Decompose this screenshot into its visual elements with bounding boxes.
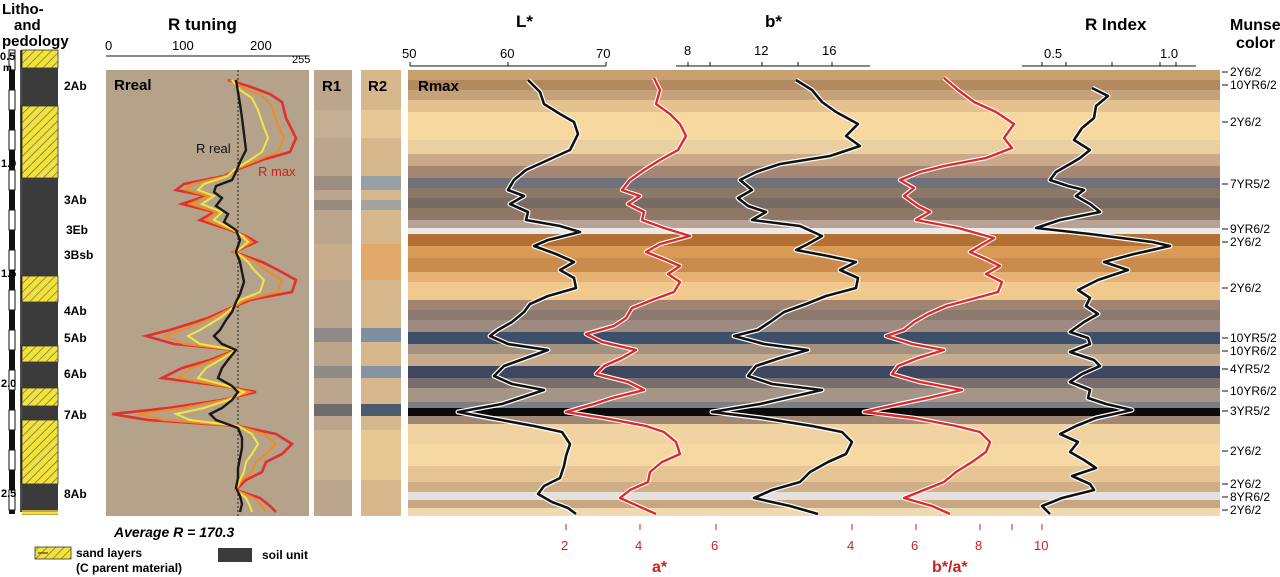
sand-legend-swatch xyxy=(34,546,72,560)
munsell-label: 10YR6/2 xyxy=(1230,384,1277,398)
horizon-label: 3Bsb xyxy=(64,248,93,262)
munsell-label: 3YR5/2 xyxy=(1230,404,1270,418)
munsell-label: 2Y6/2 xyxy=(1230,477,1262,491)
depth-tick-1.5: 1.5 xyxy=(1,268,16,280)
munsell-label: 8YR6/2 xyxy=(1230,490,1270,504)
r-tuning-panel: 0 100 200 255 Rreal R real R max Average… xyxy=(105,38,310,540)
b-axis-tick: 8 xyxy=(684,43,691,58)
munsell-label: 2Y6/2 xyxy=(1230,65,1262,79)
munsell-label: 10YR5/2 xyxy=(1230,331,1277,345)
a-star-curve xyxy=(564,77,692,516)
r-index-axis: 0.5 1.0 xyxy=(1022,46,1196,67)
munsell-label: 2Y6/2 xyxy=(1230,503,1262,517)
legend: sand layers (C parent material) soil uni… xyxy=(34,546,308,575)
a-axis-tick: 6 xyxy=(711,538,718,553)
a-axis-tick: 4 xyxy=(635,538,642,553)
r-axis-tick: 200 xyxy=(250,38,272,53)
munsell-label: 2Y6/2 xyxy=(1230,115,1262,129)
r-axis-tick: 255 xyxy=(292,54,310,66)
r-tuning-title: R tuning xyxy=(168,15,237,34)
b-star-title: b* xyxy=(765,12,782,31)
litho-header-line-3: pedology xyxy=(2,33,69,50)
munsell-label: 10YR6/2 xyxy=(1230,78,1277,92)
r-index-axis-tick: 1.0 xyxy=(1160,46,1178,61)
horizon-label: 8Ab xyxy=(64,487,87,501)
munsell-label: 2Y6/2 xyxy=(1230,235,1262,249)
l-axis-tick: 50 xyxy=(402,46,416,61)
l-star-title: L* xyxy=(516,12,533,31)
depth-tick-0.5: 0.5 xyxy=(0,51,15,63)
b-over-a-axis-tick: 8 xyxy=(975,538,982,553)
depth-tick-2.0: 2.0 xyxy=(1,378,16,390)
l-star-curve xyxy=(456,79,582,516)
munsell-label: 9YR6/2 xyxy=(1230,222,1270,236)
b-over-a-curve xyxy=(862,77,1016,516)
r-axis-tick: 0 xyxy=(105,38,112,53)
r-tuning-background xyxy=(106,70,309,516)
horizon-label: 3Eb xyxy=(66,223,88,237)
depth-tick-1.0: 1.0 xyxy=(1,158,16,170)
b-star-curve xyxy=(710,78,862,516)
b-axis-tick: 12 xyxy=(754,43,768,58)
sand-legend-label-1: sand layers xyxy=(76,546,142,560)
r1-strip: R1 xyxy=(314,70,352,516)
rmax-panel: Rmax 50 60 70 8 12 16 xyxy=(402,43,1220,576)
munsell-colors: 2Y6/2 10YR6/2 2Y6/2 7YR5/2 9YR6/2 2Y6/2 … xyxy=(1222,65,1277,517)
r-index-axis-tick: 0.5 xyxy=(1044,46,1062,61)
depth-scale xyxy=(8,49,16,514)
a-axis-title: a* xyxy=(652,559,668,576)
rreal-label: Rreal xyxy=(114,77,152,94)
litho-header: Litho- and pedology xyxy=(2,1,69,50)
horizon-label: 3Ab xyxy=(64,193,87,207)
r1-label: R1 xyxy=(322,78,341,95)
munsell-title-line-1: Munsell xyxy=(1230,17,1280,34)
rmax-label: Rmax xyxy=(418,78,460,95)
r-index-title: R Index xyxy=(1085,15,1147,34)
munsell-title-line-2: color xyxy=(1236,35,1275,52)
r-axis-tick: 100 xyxy=(172,38,194,53)
r-tuned-yellow-curve xyxy=(172,79,270,513)
horizon-label: 5Ab xyxy=(64,331,87,345)
average-r-label: Average R = 170.3 xyxy=(113,524,234,540)
a-axis: 2 4 6 a* xyxy=(561,524,718,576)
munsell-label: 2Y6/2 xyxy=(1230,281,1262,295)
munsell-label: 7YR5/2 xyxy=(1230,177,1270,191)
b-over-a-axis: 4 6 8 10 b*/a* xyxy=(847,524,1048,576)
l-axis-tick: 70 xyxy=(596,46,610,61)
horizon-label: 7Ab xyxy=(64,408,87,422)
l-axis-tick: 60 xyxy=(500,46,514,61)
horizon-label: 4Ab xyxy=(64,304,87,318)
r-real-curve-label: R real xyxy=(196,141,231,156)
a-axis-tick: 2 xyxy=(561,538,568,553)
litho-header-line-1: Litho- xyxy=(2,1,44,18)
litho-header-line-2: and xyxy=(14,17,41,34)
r-index-curve xyxy=(1034,86,1172,515)
r-max-curve-label: R max xyxy=(258,164,296,179)
munsell-label: 2Y6/2 xyxy=(1230,444,1262,458)
b-axis: 8 12 16 xyxy=(676,43,870,67)
horizon-label: 2Ab xyxy=(64,79,87,93)
munsell-label: 4YR5/2 xyxy=(1230,362,1270,376)
r2-label: R2 xyxy=(368,78,387,95)
b-over-a-axis-tick: 10 xyxy=(1034,538,1048,553)
b-axis-tick: 16 xyxy=(822,43,836,58)
soil-legend-swatch xyxy=(218,548,252,562)
r-real-curve xyxy=(207,79,248,513)
soil-legend-label: soil unit xyxy=(262,548,308,562)
lithology-column: 0.5 m 1.0 1.5 2.0 2.5 2Ab 3Ab 3Eb 3Bsb 4… xyxy=(0,49,93,515)
b-over-a-axis-tick: 6 xyxy=(911,538,918,553)
l-axis: 50 60 70 xyxy=(402,46,610,67)
color-bands xyxy=(408,70,1220,516)
b-over-a-axis-title: b*/a* xyxy=(932,559,968,576)
munsell-label: 10YR6/2 xyxy=(1230,344,1277,358)
depth-unit: m xyxy=(3,63,12,74)
sand-legend-label-2: (C parent material) xyxy=(76,561,182,575)
r2-strip: R2 xyxy=(361,70,401,516)
depth-tick-2.5: 2.5 xyxy=(1,488,16,500)
horizon-label: 6Ab xyxy=(64,367,87,381)
b-over-a-axis-tick: 4 xyxy=(847,538,854,553)
